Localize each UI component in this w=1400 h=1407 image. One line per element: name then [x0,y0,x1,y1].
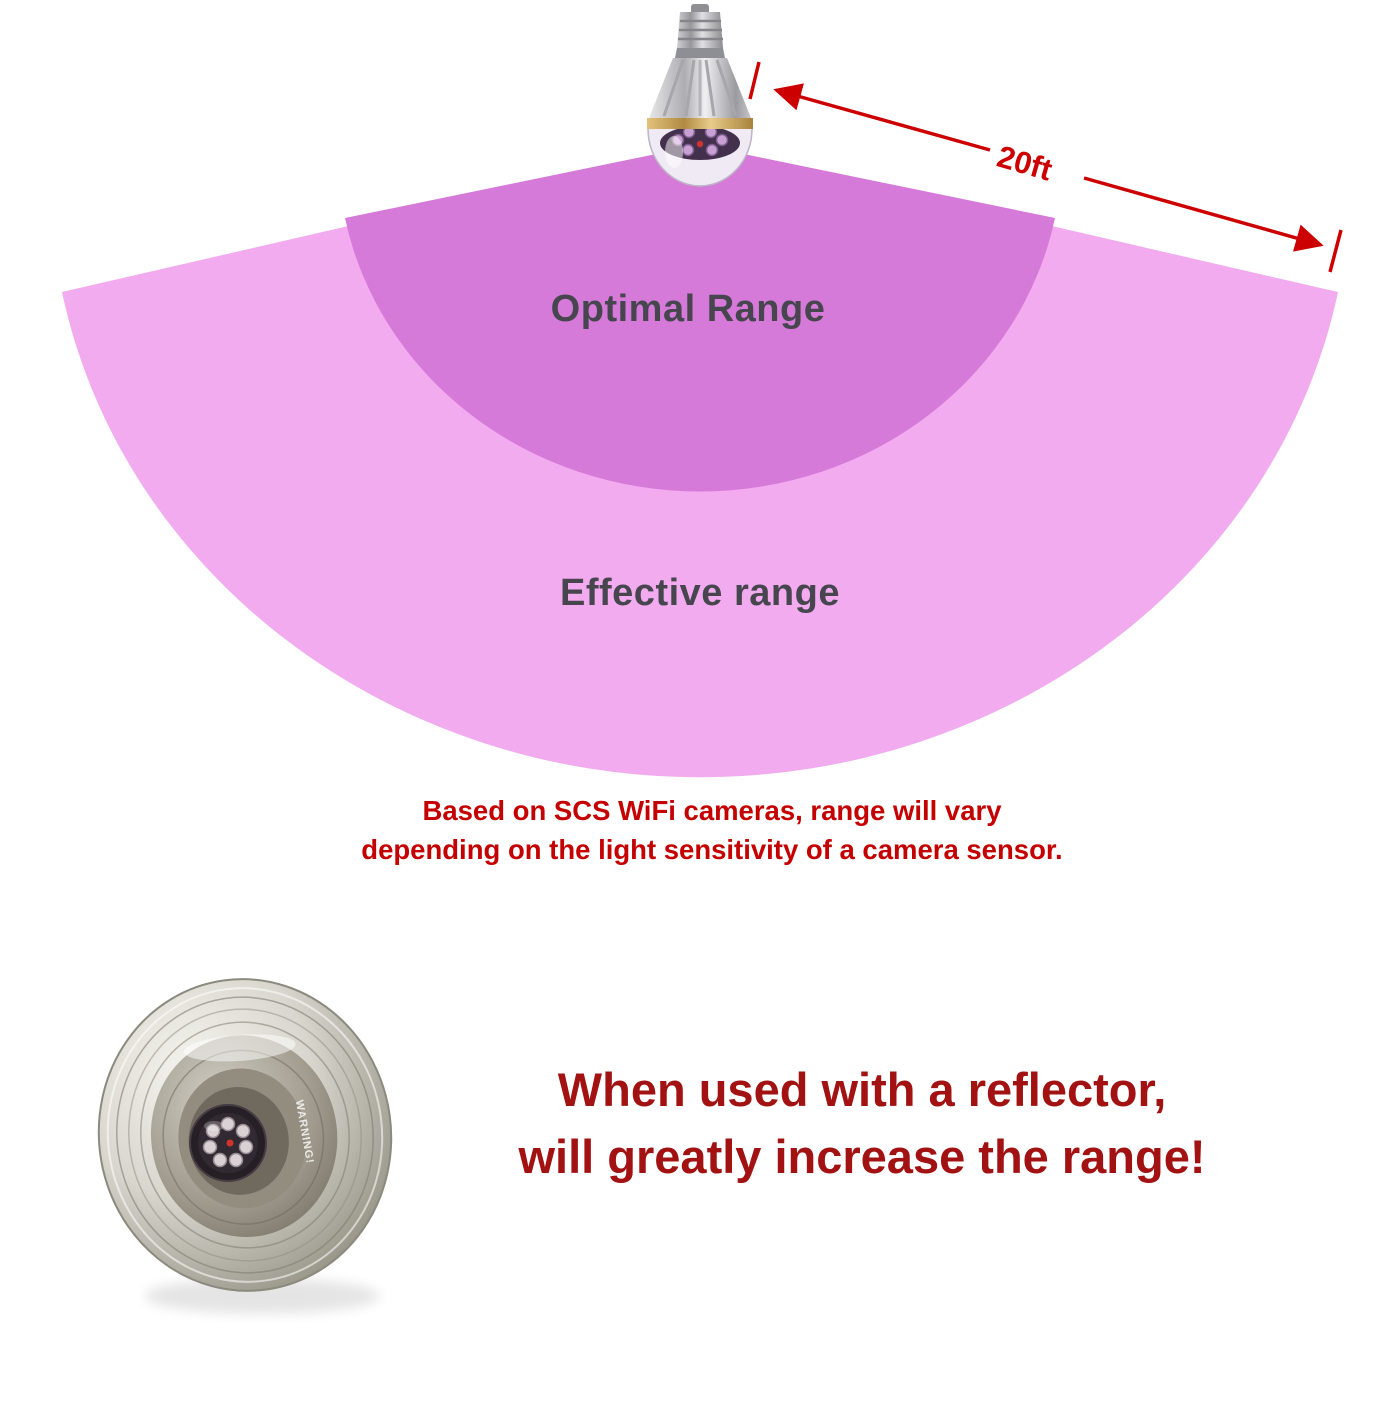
reflector-ring [128,1008,362,1262]
note-line-2: depending on the light sensitivity of a … [361,834,1063,865]
arrow-line-right [1083,176,1324,252]
bulb-heatsink-fins [662,59,738,117]
reflector-glare [183,1034,296,1062]
distance-arrow [748,61,1343,273]
arrow-line-left [773,83,991,152]
reflector-ring [140,1021,350,1249]
reflector-photo: WARNING! [97,978,393,1314]
effective-range-label: Effective range [560,572,840,614]
bulb-glass-highlight [665,136,683,168]
headline-line-2: will greatly increase the range! [518,1130,1206,1183]
bulb-indicator-led [696,140,704,148]
reflector-module-glare [204,1121,224,1131]
headline-line-1: When used with a reflector, [557,1063,1167,1116]
arrow-tick-right [1328,229,1343,273]
bulb-gold-band [647,118,753,129]
bulb-neck [675,48,725,58]
bulb-contact-tip [691,4,709,14]
reflector-ir-leds [202,1116,254,1168]
bulb-ir-leds [671,129,729,157]
bulb-dome-outline [647,128,753,187]
range-note: Based on SCS WiFi cameras, range will va… [212,791,1212,869]
ir-bulb-illustration [647,4,753,187]
reflector-ring [106,987,384,1283]
arrow-tick-left [748,61,761,100]
reflector-headline: When used with a reflector, will greatly… [412,1056,1312,1190]
optimal-range-label: Optimal Range [550,288,826,330]
reflector-indicator-led [226,1139,234,1147]
bulb-screw-threads [678,19,723,41]
optimal-range-fan [345,145,1055,492]
reflector-shadow [144,1278,380,1314]
note-line-1: Based on SCS WiFi cameras, range will va… [422,795,1002,826]
reflector-ring [116,996,374,1274]
